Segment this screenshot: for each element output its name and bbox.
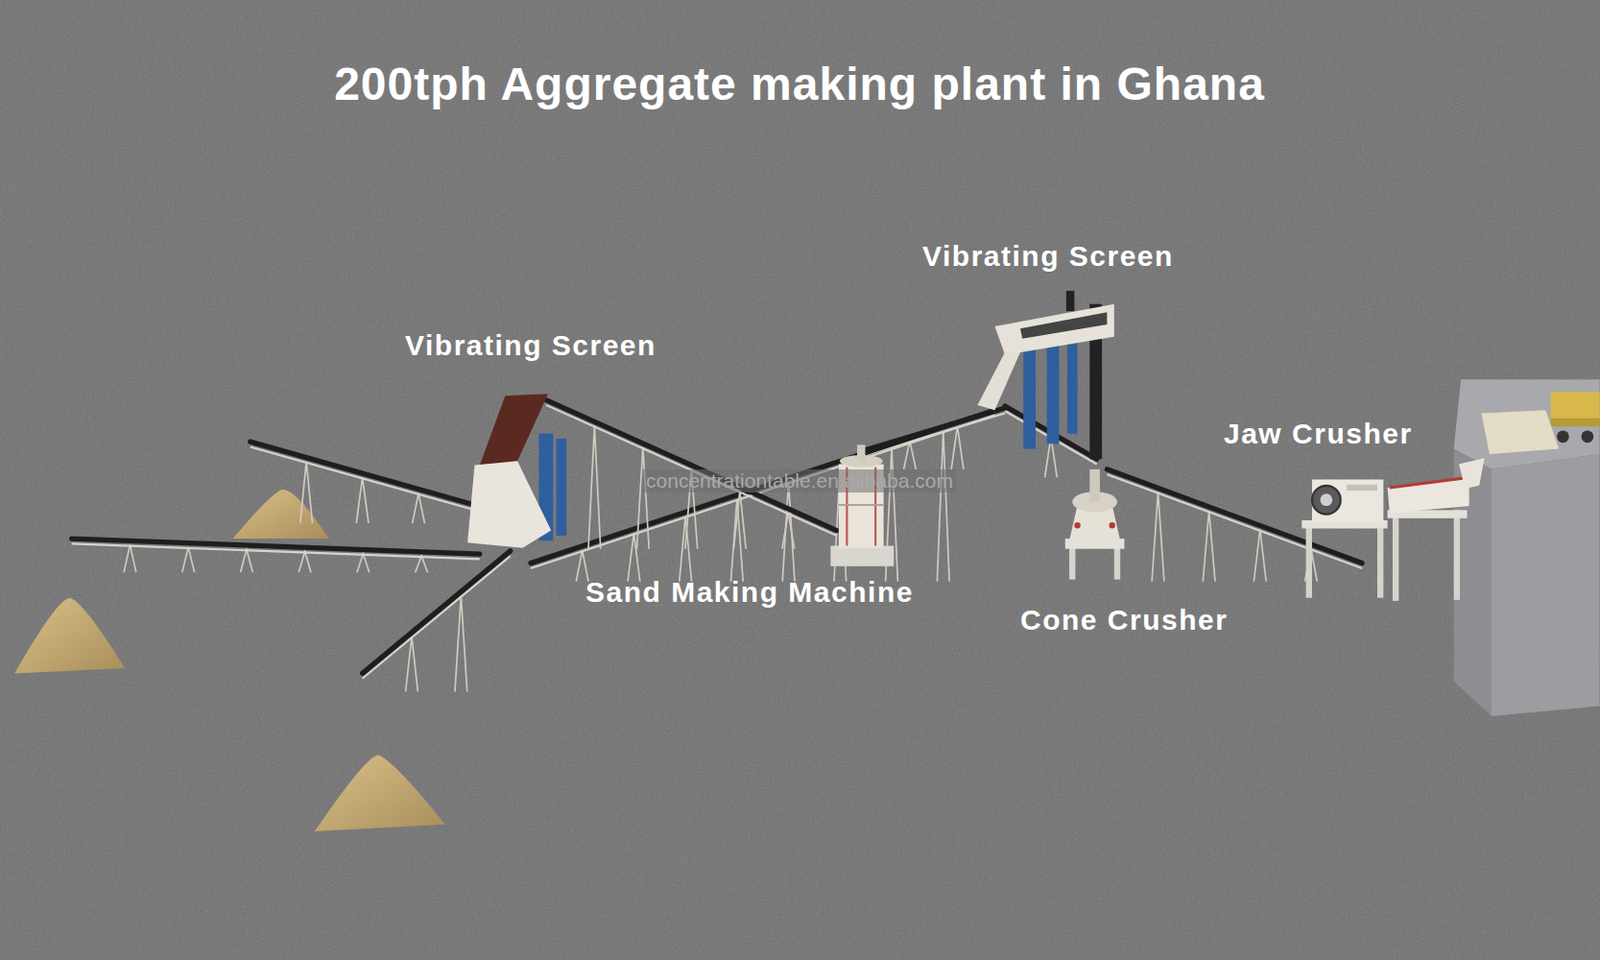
belt	[362, 550, 511, 674]
sand-making-machine	[830, 444, 894, 566]
machine-label: Cone Crusher	[1020, 603, 1228, 637]
watermark: concentrationtable.en.alibaba.com	[643, 469, 956, 493]
belt-trestle	[733, 491, 746, 550]
belt-trestle	[951, 426, 964, 470]
conveyor-belt	[861, 407, 1005, 470]
belt	[530, 409, 996, 563]
machine-label: Vibrating Screen	[405, 329, 657, 362]
vibrating-screen	[977, 290, 1114, 459]
belt-trestle	[357, 553, 370, 573]
belt-trestle	[1202, 510, 1216, 582]
conveyor-belt	[362, 550, 511, 693]
belt-trestle	[627, 532, 641, 581]
belt-trestle	[588, 425, 601, 549]
conveyor-belts	[71, 400, 1362, 693]
belt-trestle	[298, 550, 311, 573]
belt-frame	[250, 446, 476, 510]
belt	[71, 538, 480, 554]
belt-trestle	[1151, 492, 1165, 582]
belt-trestle	[405, 636, 419, 692]
vibrating-screen	[467, 393, 567, 548]
belt-trestle	[123, 545, 137, 574]
cone-crusher	[1065, 469, 1125, 580]
machine-label: Sand Making Machine	[585, 575, 914, 609]
conveyor-belt	[71, 538, 480, 573]
belt-trestle	[415, 555, 429, 573]
belt-frame	[530, 415, 996, 569]
belt-trestle	[182, 547, 195, 573]
belt	[546, 400, 837, 531]
belt-trestle	[1253, 529, 1266, 582]
belt-trestle	[936, 430, 950, 582]
jaw-crusher	[1301, 478, 1387, 598]
belt-trestle	[300, 461, 313, 524]
belt	[250, 441, 476, 505]
machine-label: Jaw Crusher	[1223, 417, 1413, 451]
belt-trestle	[412, 493, 426, 524]
belt-trestle	[782, 512, 795, 550]
conveyor-belt	[250, 441, 476, 524]
belt-trestle	[454, 596, 468, 693]
vibrating-feeder	[1387, 457, 1485, 601]
belt-frame	[362, 555, 511, 679]
belt-trestle	[240, 549, 254, 573]
plant-title: 200tph Aggregate making plant in Ghana	[334, 57, 1266, 111]
belt-trestle	[782, 481, 795, 581]
machine-label: Vibrating Screen	[922, 239, 1174, 273]
feed-building	[1454, 379, 1600, 717]
belt-trestle	[636, 447, 649, 550]
belt-trestle	[356, 477, 369, 524]
